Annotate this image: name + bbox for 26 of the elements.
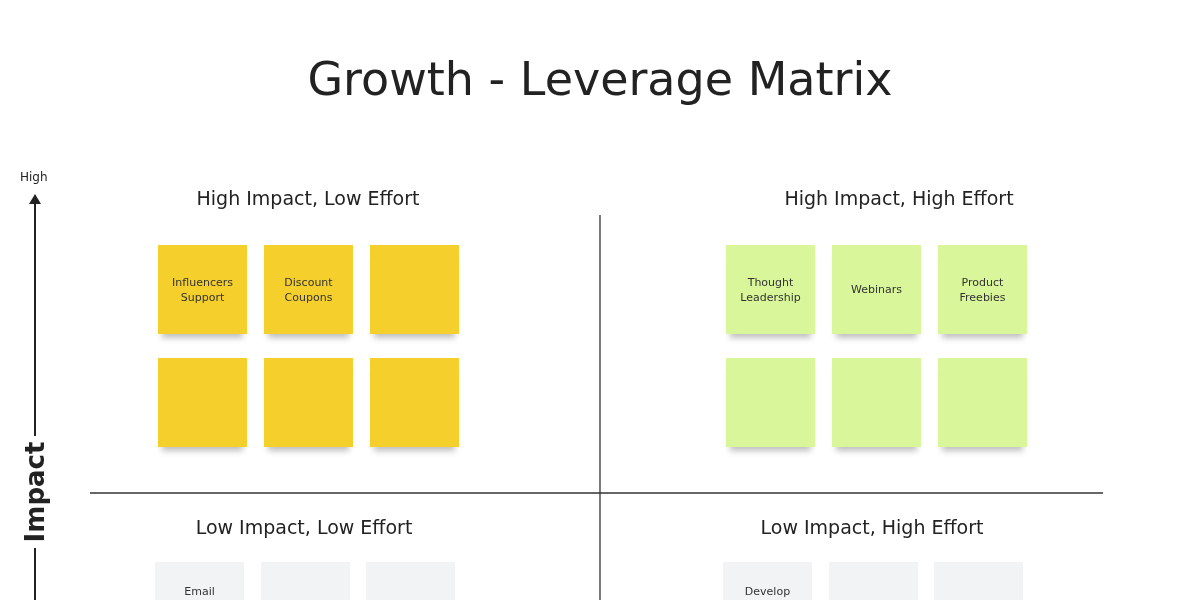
sticky-note (832, 245, 921, 334)
sticky-note (370, 245, 459, 334)
sticky-note (264, 358, 353, 447)
note-text: Thought Leadership (739, 274, 802, 305)
sticky-note (726, 245, 815, 334)
sticky-note (938, 245, 1027, 334)
axis-label: High (20, 170, 48, 184)
sticky-note (726, 358, 815, 447)
quadrant-heading: Low Impact, Low Effort (195, 516, 413, 538)
sticky-note (832, 358, 921, 447)
axis-title: Impact (20, 441, 50, 543)
quadrant-heading: High Impact, High Effort (784, 187, 1014, 209)
note-text: Discount Coupons (283, 274, 334, 305)
title: Growth - Leverage Matrix (306, 52, 894, 106)
note-text: Webinars (851, 282, 902, 297)
quadrant-heading: Low Impact, High Effort (760, 516, 984, 538)
note-text: Product Freebies (958, 274, 1007, 305)
sticky-note (158, 358, 247, 447)
sticky-note (158, 245, 247, 334)
sticky-note (264, 245, 353, 334)
note-text: Develop (744, 584, 791, 599)
note-text: Influencers Support (171, 274, 234, 305)
sticky-note (370, 358, 459, 447)
quadrant-heading: High Impact, Low Effort (196, 187, 420, 209)
sticky-note (938, 358, 1027, 447)
note-text: Email (184, 584, 215, 599)
